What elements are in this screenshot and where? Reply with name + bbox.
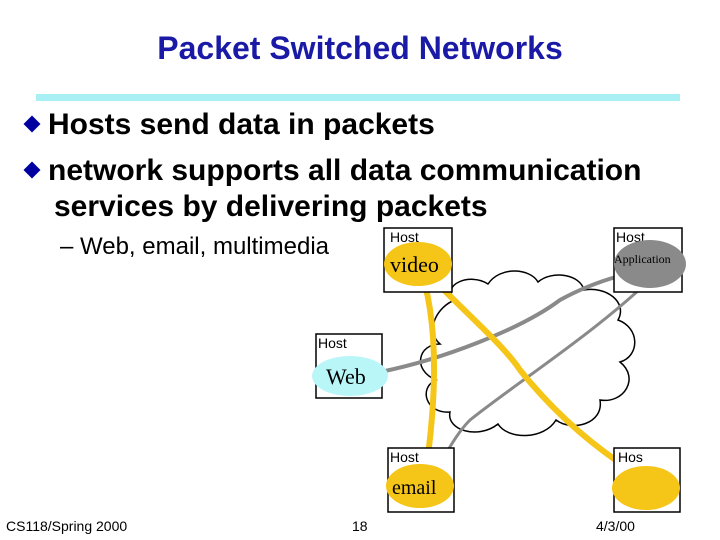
- web-blob: [312, 356, 388, 396]
- bullet-2-continued: services by delivering packets: [54, 190, 488, 223]
- video-blob: [384, 242, 452, 286]
- footer-date: 4/3/00: [596, 518, 635, 534]
- title-rule: [36, 94, 680, 101]
- host-application-label: Host: [616, 229, 645, 245]
- footer-course: CS118/Spring 2000: [6, 518, 128, 534]
- host-web-label: Host: [318, 335, 347, 351]
- email-blob: [386, 464, 454, 508]
- sub-bullet: – Web, email, multimedia: [60, 233, 329, 260]
- bullet-2: network supports all data communication: [22, 154, 641, 188]
- slide-title: Packet Switched Networks: [157, 30, 563, 66]
- host-application-content: Application: [614, 252, 671, 266]
- host-web-content: Web: [326, 364, 366, 389]
- host-video-content: video: [390, 252, 439, 277]
- footer-page-number: 18: [352, 518, 368, 534]
- right-bottom-blob: [612, 466, 680, 510]
- application-blob: [614, 240, 686, 288]
- host-email-content: email: [392, 477, 437, 499]
- host-video-label: Host: [390, 229, 419, 245]
- bullet-1: Hosts send data in packets: [22, 108, 435, 142]
- host-right-bottom-label: Hos: [618, 449, 643, 465]
- host-email-label: Host: [390, 449, 419, 465]
- path-video-hosts: [415, 260, 632, 473]
